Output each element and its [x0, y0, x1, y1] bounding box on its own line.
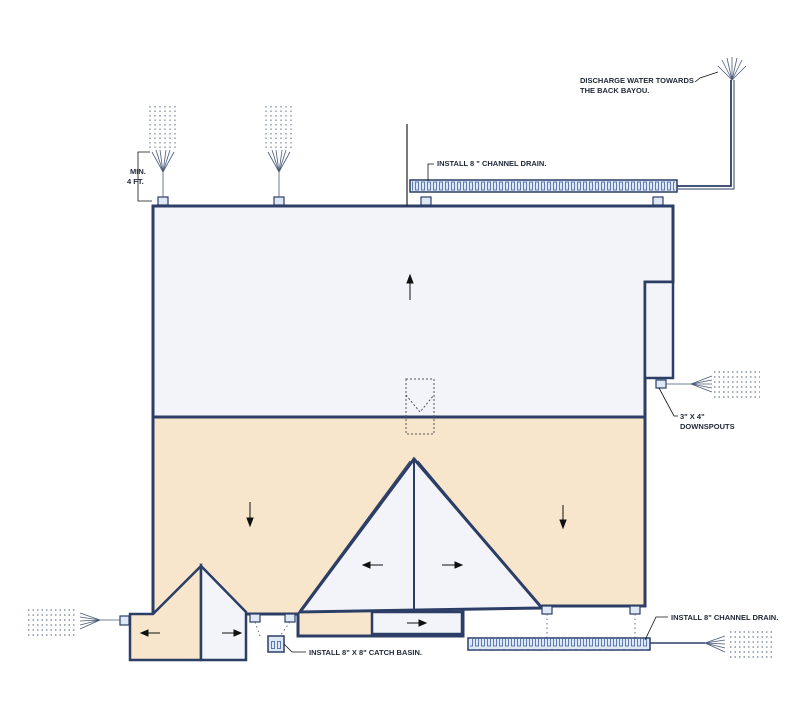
- channel-drain-bottom-slots: [470, 638, 648, 650]
- spray-fan-top-left: [151, 149, 175, 197]
- gable-side-left: [299, 460, 411, 611]
- spray-fan-left: [79, 612, 120, 630]
- catch-basin-grate: [271, 639, 281, 649]
- roof-upper-section: [151, 204, 675, 419]
- label-channel-drain-bottom: INSTALL 8" CHANNEL DRAIN.: [671, 613, 778, 622]
- label-catch-basin: INSTALL 8" X 8" CATCH BASIN.: [309, 648, 422, 657]
- spray-fan-right: [666, 375, 713, 393]
- gable-roof: [296, 456, 546, 614]
- flow-arrows: [139, 273, 567, 637]
- discharge-pipe: [677, 80, 732, 187]
- gable-side-right: [417, 460, 541, 607]
- roof-right-bumpout: [643, 280, 675, 380]
- label-discharge-line1: DISCHARGE WATER TOWARDS: [580, 76, 694, 85]
- spray-dots-top-left: [149, 104, 176, 148]
- downspouts: [119, 196, 667, 626]
- chimney-outline: [405, 378, 435, 435]
- dashed-drop-lines: [254, 614, 636, 638]
- label-min-line2: 4 FT.: [127, 177, 144, 186]
- leader-lines: [137, 71, 719, 653]
- spray-dots-bottom-right: [730, 631, 775, 658]
- spray-fan-top-mid: [267, 149, 291, 197]
- discharge-pipe-inner: [677, 80, 735, 190]
- label-discharge-line2: THE BACK BAYOU.: [580, 86, 649, 95]
- spray-fan-discharge: [717, 57, 747, 81]
- left-wing-light: [199, 562, 248, 662]
- label-downspouts-line1: 3" X 4": [680, 412, 705, 421]
- label-downspouts-line2: DOWNSPOUTS: [680, 422, 735, 431]
- spray-dots-right: [714, 371, 760, 398]
- spray-dots-left: [28, 609, 76, 636]
- spray-fan-bottom-right: [704, 635, 726, 653]
- spray-dots-top-mid: [265, 104, 292, 148]
- chimney-cricket: [405, 394, 435, 413]
- label-channel-drain-top: INSTALL 8 " CHANNEL DRAIN.: [437, 159, 546, 168]
- label-min-line1: MIN.: [130, 167, 146, 176]
- channel-drain-top-slots: [412, 180, 675, 192]
